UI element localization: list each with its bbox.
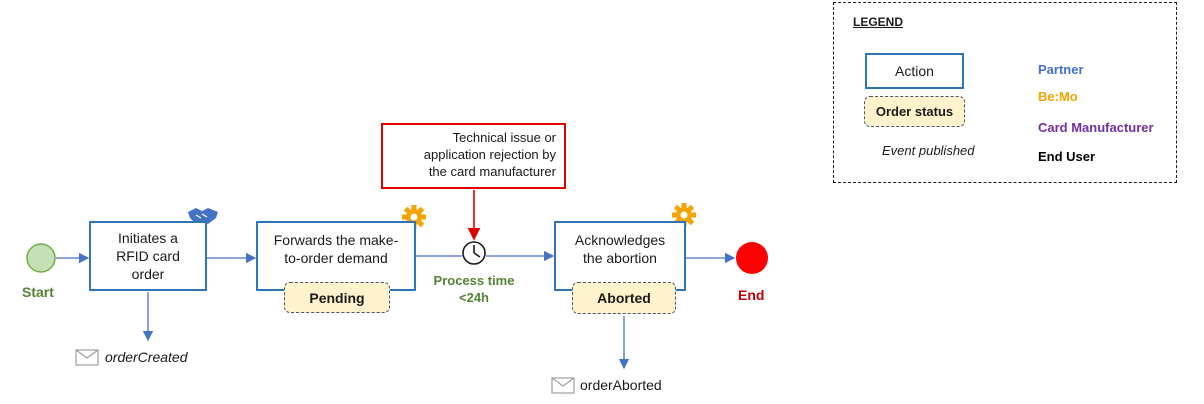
legend-status-label: Order status [875, 104, 954, 119]
status-text: Aborted [597, 290, 651, 306]
legend-card-manufacturer-label: Card Manufacturer [1038, 120, 1154, 135]
warning-box: Technical issue or application rejection… [381, 123, 566, 189]
action-box-forward-demand: Forwards the make-to-order demand [256, 221, 416, 291]
clock-icon [462, 241, 486, 265]
event-order-aborted: orderAborted [580, 377, 662, 393]
status-badge-aborted: Aborted [572, 282, 676, 314]
process-time-line2: <24h [459, 290, 489, 305]
action-text: Forwards the make-to-order demand [273, 232, 399, 266]
legend-status-box: Order status [864, 96, 965, 127]
end-label: End [738, 287, 765, 303]
process-time-line1: Process time [433, 273, 515, 288]
envelope-icon [551, 377, 575, 394]
action-text: Initiates a RFID card order [116, 230, 180, 282]
start-label: Start [22, 284, 54, 300]
legend-panel [833, 2, 1177, 183]
process-time-label: Process time <24h [428, 272, 520, 306]
event-order-created: orderCreated [105, 349, 188, 365]
legend-bemo-label: Be:Mo [1038, 89, 1078, 104]
legend-title: LEGEND [853, 15, 904, 29]
legend-end-user-label: End User [1038, 149, 1096, 164]
legend-event-label: Event published [882, 143, 975, 158]
legend-partner-label: Partner [1038, 62, 1084, 77]
action-box-initiate-order: Initiates a RFID card order [89, 221, 207, 291]
legend-action-label: Action [895, 63, 934, 79]
end-node [736, 242, 768, 274]
legend-action-box: Action [865, 53, 964, 89]
start-node [26, 243, 56, 273]
status-badge-pending: Pending [284, 282, 390, 313]
status-text: Pending [309, 289, 365, 306]
action-box-acknowledge-abortion: Acknowledges the abortion [554, 221, 686, 291]
envelope-icon [75, 349, 99, 366]
warning-text: Technical issue or application rejection… [423, 130, 556, 179]
action-text: Acknowledges the abortion [574, 232, 666, 266]
handshake-icon [188, 208, 218, 224]
